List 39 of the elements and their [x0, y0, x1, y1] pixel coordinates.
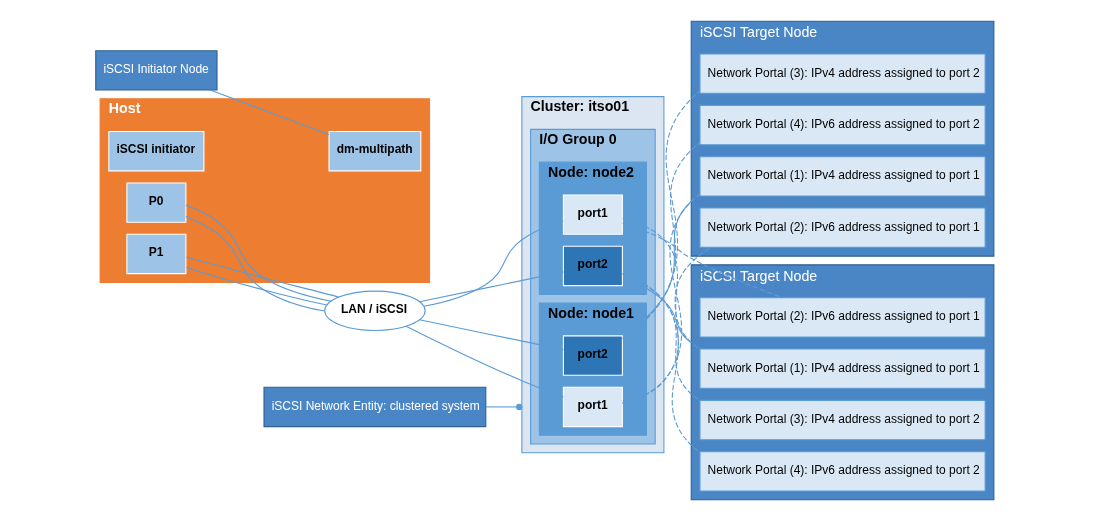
connector [622, 218, 701, 350]
connector [185, 266, 328, 306]
connector [185, 256, 340, 298]
node-box: port2 [562, 335, 623, 376]
node-box: P1 [126, 233, 187, 275]
node-box: Network Portal (2): IPv6 address assigned to port 1 [699, 297, 986, 338]
connector [209, 89, 330, 136]
connector [622, 90, 701, 340]
connector [485, 403, 523, 411]
connector [419, 271, 564, 303]
connector [185, 215, 326, 312]
node-box: P0 [126, 182, 187, 223]
connector [621, 273, 701, 454]
node-box: port1 [562, 386, 623, 428]
connector [621, 246, 712, 404]
node-box: port1 [562, 194, 623, 235]
node-box: Network Portal (1): IPv4 address assigned to port 1 [699, 348, 986, 389]
connector [622, 142, 701, 339]
connector [622, 273, 701, 402]
node-box: Network Portal (1): IPv4 address assigned to port 1 [699, 156, 986, 197]
connector [423, 220, 564, 307]
node-ellipse: LAN / iSCSI [324, 290, 426, 331]
connector [419, 319, 564, 351]
node-box: Network Portal (3): IPv4 address assigned to port 2 [699, 399, 986, 441]
node-box: port2 [562, 245, 623, 287]
connector [645, 200, 692, 319]
node-box: Network Portal (2): IPv6 address assigned to port 1 [699, 207, 986, 248]
node-box: Network Portal (3): IPv4 address assigned to port 2 [699, 53, 986, 94]
node-box: iSCSI Initiator Node [95, 50, 218, 91]
connector [185, 204, 332, 302]
connector [645, 287, 692, 343]
node-box: iSCSI Network Entity: clustered system [263, 386, 487, 428]
node-box: Network Portal (4): IPv6 address assigned to port 2 [699, 451, 986, 492]
node-box: dm-multipath [328, 131, 422, 172]
node-box: iSCSI initiator [108, 131, 205, 172]
connector [622, 222, 783, 299]
connector [405, 325, 564, 398]
connector [621, 193, 701, 404]
node-box: Network Portal (4): IPv6 address assigned to port 2 [699, 104, 986, 146]
